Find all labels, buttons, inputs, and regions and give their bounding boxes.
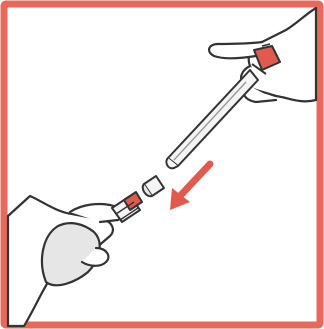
instruction-illustration [0,0,324,329]
